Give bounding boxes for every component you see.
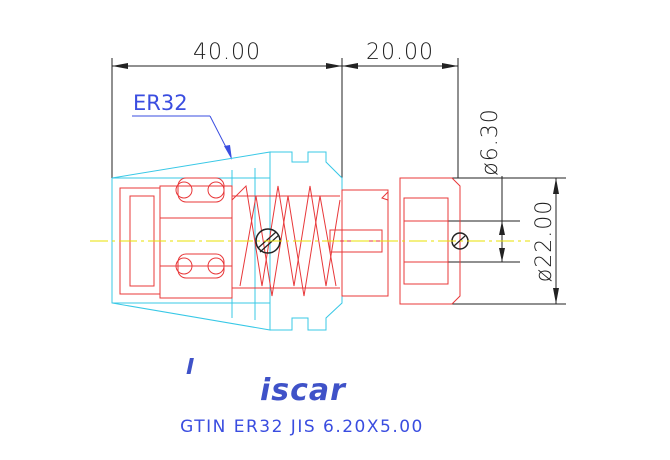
ball-detail xyxy=(207,181,225,199)
arrowhead xyxy=(553,288,559,304)
top-dimensions: 40.00 20.00 xyxy=(111,40,459,178)
iscar-logo: iscar xyxy=(186,358,347,408)
driver-body xyxy=(159,185,233,299)
arrowhead xyxy=(112,63,128,69)
diameter-22-text: ø22.00 xyxy=(532,200,557,282)
dimension-40-text: 40.00 xyxy=(193,40,261,65)
logo-text: iscar xyxy=(260,373,347,408)
er32-callout: ER32 xyxy=(132,91,232,160)
right-dimensions: ø6.30 ø22.00 xyxy=(400,108,566,305)
spring-front xyxy=(231,184,341,287)
arrowhead xyxy=(553,178,559,194)
arrowhead xyxy=(326,63,342,69)
arrowhead xyxy=(499,221,505,235)
diameter-6-30-text: ø6.30 xyxy=(478,108,503,175)
arrowhead xyxy=(442,63,458,69)
sleeve-chamfer xyxy=(381,190,389,201)
tap-holder-end xyxy=(399,177,461,305)
part-caption: GTIN ER32 JIS 6.20X5.00 xyxy=(180,417,424,437)
retaining-sleeve xyxy=(341,189,389,297)
pin-hatch xyxy=(453,235,466,247)
er32-label: ER32 xyxy=(133,91,188,115)
ball-detail xyxy=(175,181,193,199)
callout-arrowhead xyxy=(224,145,232,160)
pin-hatch xyxy=(257,231,277,249)
pin-hatch xyxy=(259,234,280,253)
dimension-20-text: 20.00 xyxy=(366,40,434,65)
logo-i-stem-top xyxy=(186,358,194,374)
arrowhead xyxy=(342,63,358,69)
arrowhead xyxy=(499,248,505,262)
